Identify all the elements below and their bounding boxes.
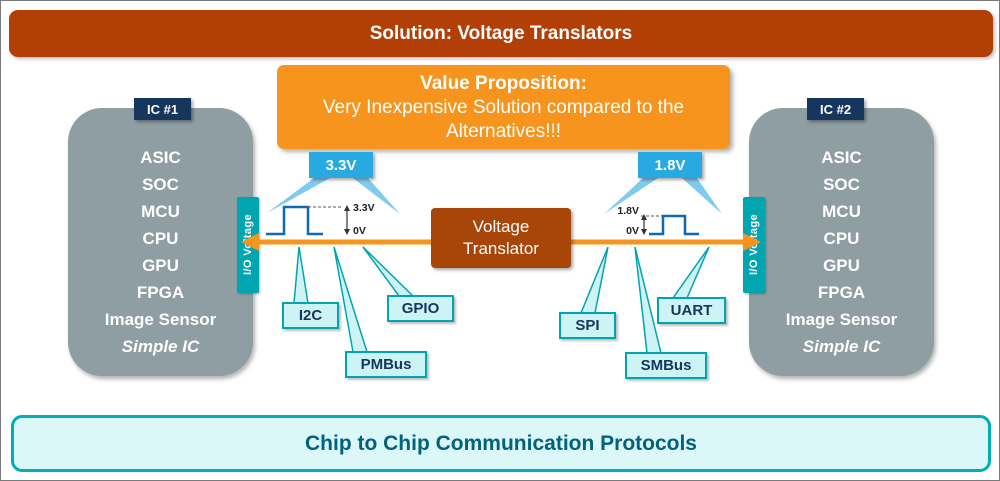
ic1-item-gpu: GPU <box>142 256 179 275</box>
slide-title: Solution: Voltage Translators <box>369 22 633 44</box>
ic2-item-image-sensor: Image Sensor <box>785 310 898 329</box>
protocol-i2c: I2C <box>282 302 339 329</box>
ic1-item-cpu: CPU <box>142 229 179 248</box>
waveform-3v3-high-label: 3.3V <box>353 202 375 214</box>
ic2-item-list: ASIC SOC MCU CPU GPU FPGA Image Sensor S… <box>749 108 934 360</box>
ic2-io-voltage-label: I/O Voltage <box>748 214 760 276</box>
ic1-box: ASIC SOC MCU CPU GPU FPGA Image Sensor S… <box>68 108 253 376</box>
ic2-item-asic: ASIC <box>821 148 862 167</box>
value-proposition-heading: Value Proposition: <box>420 73 587 94</box>
waveform-1v8: 1.8V 0V <box>617 205 699 237</box>
footer-title: Chip to Chip Communication Protocols <box>305 431 697 455</box>
beam-1v8 <box>604 178 722 214</box>
ic2-io-voltage-bar: I/O Voltage <box>743 197 765 293</box>
voltage-tag-1v8: 1.8V <box>638 152 702 178</box>
wedge-uart <box>671 246 710 299</box>
wedge-pmbus <box>333 246 369 353</box>
ic2-item-gpu: GPU <box>823 256 860 275</box>
wedge-gpio <box>362 246 415 297</box>
beam-3v3 <box>267 178 400 214</box>
value-proposition-body: Very Inexpensive Solution compared to th… <box>322 97 685 142</box>
ic2-badge: IC #2 <box>807 98 865 120</box>
waveform-1v8-low-label: 0V <box>626 225 639 237</box>
ic1-badge: IC #1 <box>134 98 192 120</box>
protocol-spi: SPI <box>559 312 616 339</box>
ic2-item-mcu: MCU <box>822 202 861 221</box>
ic2-item-simple-ic: Simple IC <box>802 337 881 356</box>
protocol-pmbus: PMBus <box>345 351 427 378</box>
waveform-1v8-high-label: 1.8V <box>617 205 639 217</box>
footer-banner: Chip to Chip Communication Protocols <box>11 415 991 472</box>
ic1-item-list: ASIC SOC MCU CPU GPU FPGA Image Sensor S… <box>68 108 253 360</box>
voltage-tag-3v3: 3.3V <box>309 152 373 178</box>
wedge-i2c <box>293 246 309 304</box>
ic1-item-mcu: MCU <box>141 202 180 221</box>
wedge-spi <box>579 246 609 314</box>
voltage-translator-label: Voltage Translator <box>463 217 539 258</box>
protocol-smbus: SMBus <box>625 352 707 379</box>
protocol-uart: UART <box>657 297 726 324</box>
ic1-item-soc: SOC <box>142 175 179 194</box>
ic2-item-fpga: FPGA <box>817 283 866 302</box>
ic1-io-voltage-bar: I/O Voltage <box>237 197 259 293</box>
ic1-item-simple-ic: Simple IC <box>121 337 200 356</box>
ic1-item-asic: ASIC <box>140 148 181 167</box>
value-proposition-box: Value Proposition: Very Inexpensive Solu… <box>277 65 730 149</box>
ic1-io-voltage-label: I/O Voltage <box>242 214 254 276</box>
ic1-item-image-sensor: Image Sensor <box>104 310 217 329</box>
ic1-item-fpga: FPGA <box>136 283 185 302</box>
waveform-3v3: 3.3V 0V <box>266 202 375 237</box>
title-banner: Solution: Voltage Translators <box>9 10 993 57</box>
ic2-item-cpu: CPU <box>823 229 860 248</box>
ic2-item-soc: SOC <box>823 175 860 194</box>
waveform-3v3-low-label: 0V <box>353 225 366 237</box>
voltage-translator-box: Voltage Translator <box>431 208 571 268</box>
protocol-gpio: GPIO <box>387 295 454 322</box>
ic2-box: ASIC SOC MCU CPU GPU FPGA Image Sensor S… <box>749 108 934 376</box>
